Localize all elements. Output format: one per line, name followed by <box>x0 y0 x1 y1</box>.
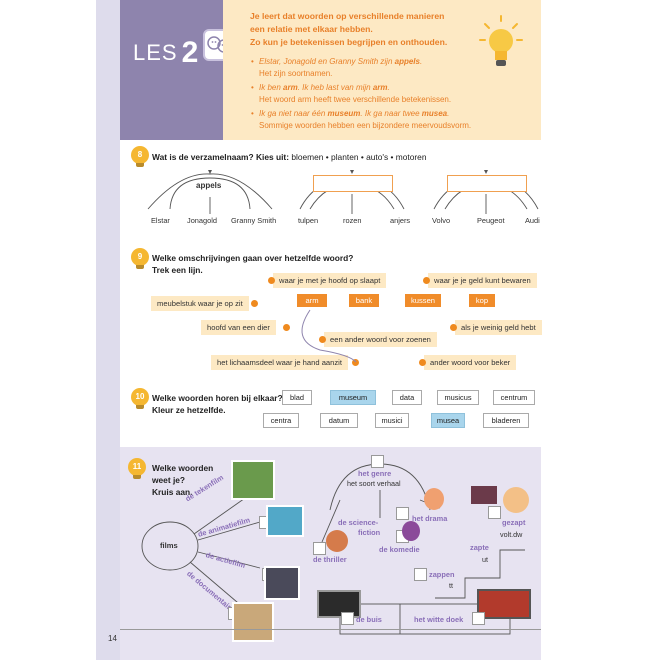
label-volt-dw: volt.dw <box>500 530 523 539</box>
q8-item: Elstar <box>151 216 170 225</box>
label-witte-doek: het witte doek <box>414 615 464 624</box>
label-tt: tt <box>449 581 453 590</box>
lesson-badge <box>120 0 223 140</box>
checkbox[interactable] <box>313 542 326 555</box>
label-zapte: zapte <box>470 543 489 552</box>
q8-answer-box-2[interactable] <box>313 175 393 192</box>
word-kop[interactable]: kop <box>469 294 495 307</box>
q8-item: Peugeot <box>477 216 505 225</box>
documentaire-image <box>232 602 274 642</box>
tv-image <box>471 486 497 504</box>
animatiefilm-image <box>266 505 304 537</box>
scifi-image <box>326 530 348 552</box>
word-box[interactable]: centrum <box>493 390 535 405</box>
word-kussen[interactable]: kussen <box>405 294 441 307</box>
left-margin-band <box>96 0 120 660</box>
label-gezapt: gezapt <box>502 518 526 527</box>
q8-item: Granny Smith <box>231 216 277 225</box>
tekenfilm-image <box>231 460 275 500</box>
connector-dot[interactable] <box>423 277 430 284</box>
q8-item: anjers <box>390 216 411 225</box>
connector-dot[interactable] <box>319 336 326 343</box>
intro-box <box>223 0 541 140</box>
word-box-colored[interactable]: musea <box>431 413 465 428</box>
label-drama: het drama <box>412 514 448 523</box>
word-box[interactable]: musicus <box>437 390 479 405</box>
connector-dot[interactable] <box>283 324 290 331</box>
intro-text: Je leert dat woorden op verschillende ma… <box>250 11 448 47</box>
connector-dot[interactable] <box>352 359 359 366</box>
checkbox[interactable] <box>371 455 384 468</box>
definition: hoofd van een dier <box>201 320 276 335</box>
question-11-panel <box>120 447 541 660</box>
example-line <box>301 309 357 363</box>
q8-item: tulpen <box>298 216 319 225</box>
connector-dot[interactable] <box>251 300 258 307</box>
definition: als je weinig geld hebt <box>455 320 542 335</box>
connector-dot[interactable] <box>419 359 426 366</box>
drama-image <box>424 488 444 510</box>
question-10-number: 10 <box>131 388 149 409</box>
checkbox[interactable] <box>472 612 485 625</box>
definition: het lichaamsdeel waar je hand aanzit <box>211 355 348 370</box>
question-8-number: 8 <box>131 146 149 167</box>
definition: ander woord voor beker <box>424 355 517 370</box>
word-box[interactable]: musici <box>375 413 409 428</box>
question-9-number: 9 <box>131 248 149 269</box>
bullet-2: • Ik ben arm. Ik heb last van mijn arm. … <box>251 83 452 104</box>
bullet-1: • Elstar, Jonagold en Granny Smith zijn … <box>251 57 423 78</box>
definition: een ander woord voor zoenen <box>324 332 437 347</box>
label-thriller: de thriller <box>313 555 347 564</box>
question-10-text: Welke woorden horen bij elkaar?Kleur ze … <box>152 393 283 415</box>
word-box[interactable]: data <box>392 390 422 405</box>
q8-answer-1: appels <box>196 181 222 190</box>
definition: meubelstuk waar je op zit <box>151 296 249 311</box>
connector-dot[interactable] <box>268 277 275 284</box>
q11-center-films: films <box>160 541 178 550</box>
label-komedie: de komedie <box>379 545 420 554</box>
komedie-image <box>402 521 420 541</box>
bullet-3: • Ik ga niet naar één museum. Ik ga naar… <box>251 109 472 130</box>
label-de-buis: de buis <box>356 615 382 624</box>
actiefilm-image <box>264 566 300 600</box>
checkbox[interactable] <box>341 612 354 625</box>
definition: waar je je geld kunt bewaren <box>428 273 537 288</box>
footer-rule <box>120 629 541 630</box>
page-number: 14 <box>108 634 117 643</box>
word-box[interactable]: centra <box>263 413 299 428</box>
checkbox[interactable] <box>488 506 501 519</box>
label-science-fiction-2: fiction <box>358 528 381 537</box>
label-zappen: zappen <box>429 570 455 579</box>
person-image <box>503 487 529 513</box>
q8-item: Volvo <box>432 216 451 225</box>
label-science-fiction-1: de science- <box>338 518 379 527</box>
witte-doek-image <box>477 589 531 619</box>
label-soort-verhaal: het soort verhaal <box>347 479 401 488</box>
label-ut: ut <box>482 555 488 564</box>
word-box[interactable]: bladeren <box>483 413 529 428</box>
question-9-text: Welke omschrijvingen gaan over hetzelfde… <box>152 253 354 275</box>
word-box[interactable]: blad <box>282 390 312 405</box>
q8-answer-box-3[interactable] <box>447 175 527 192</box>
word-arm[interactable]: arm <box>297 294 327 307</box>
q8-item: rozen <box>343 216 362 225</box>
connector-dot[interactable] <box>450 324 457 331</box>
checkbox[interactable] <box>396 507 409 520</box>
q8-item: Audi <box>525 216 540 225</box>
checkbox[interactable] <box>414 568 427 581</box>
definition: waar je met je hoofd op slaapt <box>273 273 387 288</box>
lightbulb-icon <box>479 15 523 66</box>
buis-image <box>317 590 361 618</box>
question-11-number: 11 <box>128 458 146 479</box>
word-bank[interactable]: bank <box>349 294 379 307</box>
word-box[interactable]: datum <box>320 413 358 428</box>
word-box-colored[interactable]: museum <box>330 390 376 405</box>
label-genre: het genre <box>358 469 392 478</box>
q8-item: Jonagold <box>187 216 217 225</box>
question-8-text: Wat is de verzamelnaam? Kies uit: bloeme… <box>152 152 427 162</box>
